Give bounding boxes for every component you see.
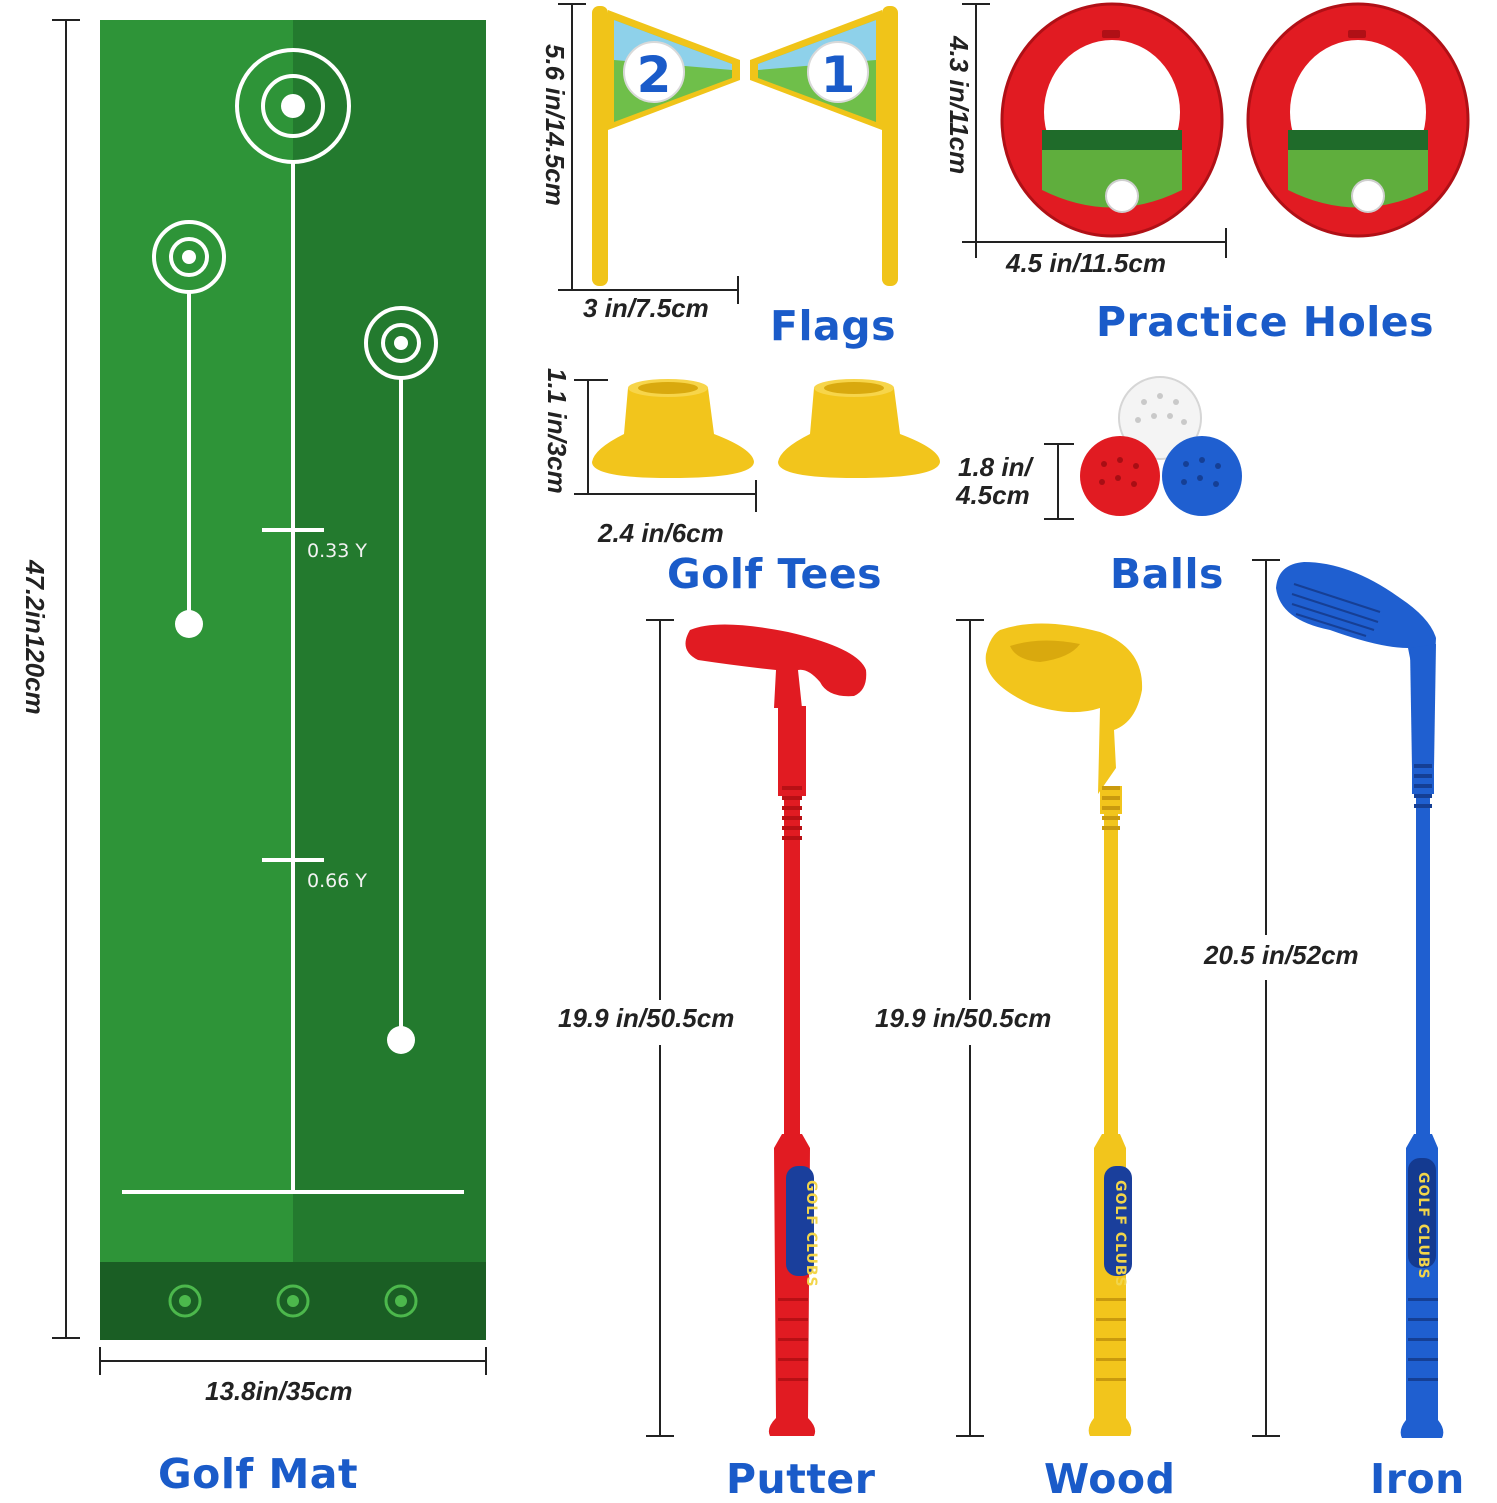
holes-width-label: 4.5 in/11.5cm [1006,248,1166,278]
flags-illustration: 2 1 [592,6,898,286]
mat-height-label: 47.2in120cm [20,560,50,715]
putter-title: Putter [726,1455,876,1503]
flag-2-number: 2 [637,46,672,104]
putter-club [685,624,867,1436]
golf-tee-left [592,379,754,478]
golf-tees-title: Golf Tees [667,550,883,598]
practice-hole-left [1000,2,1224,238]
iron-club [1276,562,1444,1438]
putter-length-label: 19.9 in/50.5cm [558,1003,735,1033]
tees-height-label: 1.1 in/3cm [542,368,572,494]
putter-grip-text: GOLF CLUBS [803,1180,819,1288]
balls-size-label-line-1: 1.8 in/ [958,452,1032,482]
mat-distance-mark-1: 0.33 Y [307,540,367,562]
practice-hole-right [1246,2,1470,238]
balls-size-label-line-2: 4.5cm [956,480,1030,510]
wood-length-label: 19.9 in/50.5cm [875,1003,1052,1033]
balls-title: Balls [1110,550,1224,598]
balls-illustration [1080,376,1242,516]
golf-tee-right [778,379,940,478]
tees-width-label: 2.4 in/6cm [598,518,724,548]
golf-tees-illustration [592,379,940,478]
mat-width-label: 13.8in/35cm [205,1376,353,1406]
holes-height-label: 4.3 in/11cm [944,36,974,175]
golf-mat: 0.33 Y 0.66 Y [100,20,486,1340]
flag-1-number: 1 [821,46,856,104]
iron-grip-text: GOLF CLUBS [1415,1172,1431,1280]
flags-title: Flags [770,302,896,350]
flags-height-label: 5.6 in/14.5cm [540,44,570,206]
wood-grip-text: GOLF CLUBS [1112,1180,1128,1288]
flags-width-label: 3 in/7.5cm [583,293,709,323]
practice-holes-title: Practice Holes [1096,298,1435,346]
iron-title: Iron [1370,1455,1465,1503]
wood-title: Wood [1044,1455,1176,1503]
wood-club [985,623,1143,1436]
golf-mat-title: Golf Mat [158,1450,359,1498]
practice-holes-illustration [1000,2,1470,238]
iron-length-label: 20.5 in/52cm [1204,940,1359,970]
white-ball [1118,376,1202,460]
golf-mat-artwork [100,20,486,1340]
mat-distance-mark-2: 0.66 Y [307,870,367,892]
